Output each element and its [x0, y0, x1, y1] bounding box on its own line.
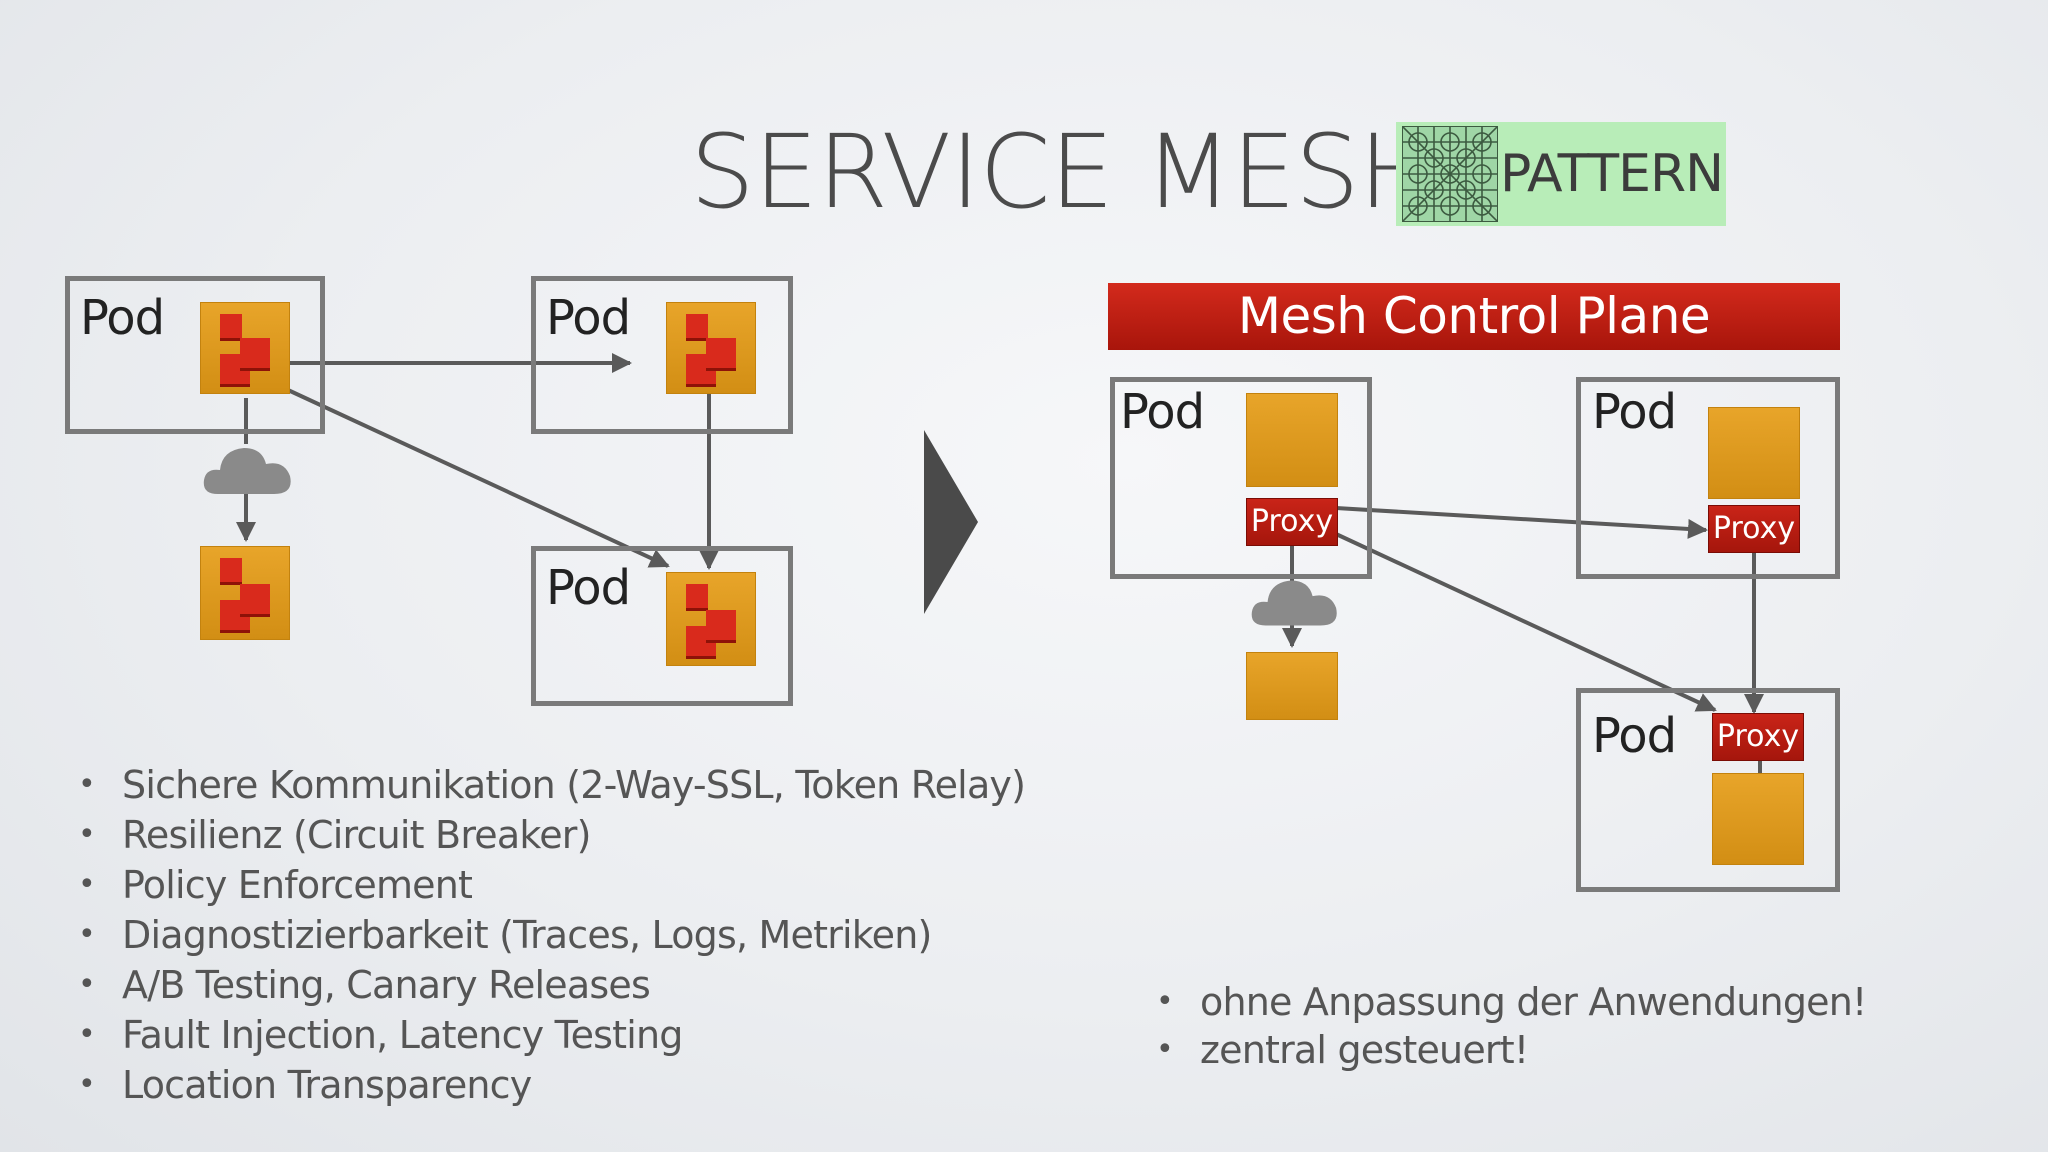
- cloud-icon: [203, 448, 291, 494]
- pod-label: Pod: [1592, 384, 1677, 440]
- page-title: SERVICE MESH: [690, 113, 1435, 232]
- right-pod-2: [1576, 377, 1840, 579]
- app-icon: [666, 302, 756, 394]
- pod-label: Pod: [1120, 384, 1205, 440]
- list-item: Sichere Kommunikation (2-Way-SSL, Token …: [78, 760, 1026, 810]
- app-container: [1712, 773, 1804, 865]
- right-pod-3: [1576, 688, 1840, 892]
- pod-label: Pod: [80, 290, 165, 346]
- list-item: Diagnostizierbarkeit (Traces, Logs, Metr…: [78, 910, 1025, 960]
- list-item: Policy Enforcement: [78, 860, 1025, 910]
- left-pod-1: [65, 276, 325, 434]
- list-item: A/B Testing, Canary Releases: [78, 960, 1025, 1010]
- app-icon: [200, 546, 290, 640]
- list-item: Fault Injection, Latency Testing: [78, 1010, 1025, 1060]
- transition-arrow-icon: [924, 430, 978, 614]
- left-pod-2: [531, 276, 793, 434]
- pattern-grid-icon: [1402, 126, 1498, 222]
- app-icon: [200, 302, 290, 394]
- right-arrow-proxy1-proxy3: [1335, 532, 1717, 712]
- app-container: [1246, 393, 1338, 487]
- cloud-icon: [1251, 580, 1337, 626]
- right-pod-1: [1110, 377, 1372, 579]
- right-arrow-proxy1-proxy2: [1335, 506, 1708, 539]
- list-item: ohne Anpassung der Anwendungen!: [1156, 978, 1867, 1026]
- benefit-list: ohne Anpassung der Anwendungen! zentral …: [1156, 978, 1867, 1074]
- mesh-control-plane: Mesh Control Plane: [1108, 283, 1840, 350]
- pod-label: Pod: [546, 560, 631, 616]
- app-icon: [666, 572, 756, 666]
- list-item: zentral gesteuert!: [1156, 1026, 1866, 1074]
- app-container: [1246, 652, 1338, 720]
- pattern-label: PATTERN: [1500, 144, 1724, 204]
- feature-list: Sichere Kommunikation (2-Way-SSL, Token …: [78, 760, 1026, 1110]
- list-item: Location Transparency: [78, 1060, 1025, 1110]
- left-pod-3: [531, 546, 793, 706]
- proxy-2: Proxy: [1708, 505, 1800, 553]
- proxy-1: Proxy: [1246, 498, 1338, 546]
- proxy-3: Proxy: [1712, 713, 1804, 761]
- pod-label: Pod: [546, 290, 631, 346]
- pod-label: Pod: [1592, 708, 1677, 764]
- app-container: [1708, 407, 1800, 499]
- list-item: Resilienz (Circuit Breaker): [78, 810, 1025, 860]
- pattern-badge: PATTERN: [1396, 122, 1726, 226]
- left-arrow-pod1-pod3: [287, 388, 670, 568]
